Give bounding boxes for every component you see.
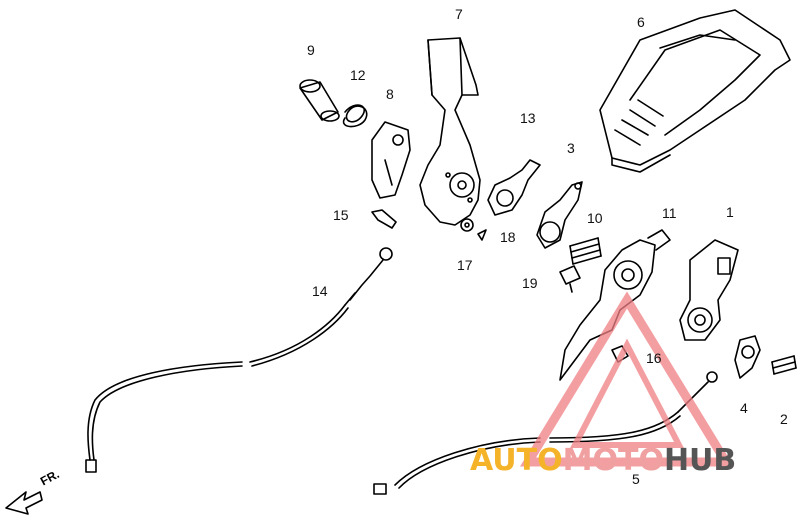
label-part-4: 4 bbox=[740, 400, 748, 416]
label-part-5: 5 bbox=[632, 471, 640, 487]
watermark-auto: AUTO bbox=[470, 443, 563, 478]
label-part-13: 13 bbox=[520, 110, 536, 126]
label-part-7: 7 bbox=[455, 6, 463, 22]
part-6-cover bbox=[599, 9, 791, 173]
part-4-washer bbox=[734, 335, 761, 379]
label-part-11: 11 bbox=[662, 205, 677, 221]
part-14-cable bbox=[85, 247, 393, 473]
label-part-6: 6 bbox=[637, 14, 645, 30]
part-9-pin bbox=[299, 79, 340, 122]
label-part-12: 12 bbox=[350, 67, 366, 83]
part-17-washer bbox=[460, 218, 474, 232]
part-2-spring bbox=[771, 355, 797, 375]
label-part-15: 15 bbox=[333, 207, 349, 223]
watermark-moto: MOTO bbox=[562, 443, 664, 478]
part-15-bolt bbox=[371, 209, 397, 229]
watermark-text: AUTOMOTOHUB bbox=[470, 446, 736, 476]
part-7-lever bbox=[419, 37, 481, 226]
label-part-2: 2 bbox=[780, 411, 788, 427]
label-part-18: 18 bbox=[500, 229, 516, 245]
watermark-logo bbox=[519, 291, 735, 467]
part-1-bracket bbox=[679, 239, 739, 341]
part-12-spring bbox=[342, 104, 368, 128]
label-part-14: 14 bbox=[312, 283, 328, 299]
label-part-16: 16 bbox=[646, 350, 662, 366]
label-part-9: 9 bbox=[307, 42, 315, 58]
label-part-19: 19 bbox=[522, 275, 538, 291]
part-3-cam bbox=[536, 181, 583, 249]
part-10-spring bbox=[569, 237, 602, 265]
part-16-nut bbox=[611, 345, 629, 363]
label-part-10: 10 bbox=[587, 210, 603, 226]
label-part-1: 1 bbox=[726, 204, 734, 220]
front-direction-arrow bbox=[5, 491, 43, 515]
part-19-bolt bbox=[559, 265, 581, 293]
part-18-clip bbox=[477, 229, 487, 241]
label-part-8: 8 bbox=[386, 86, 394, 102]
part-8-bracket bbox=[371, 121, 411, 199]
part-13-plate bbox=[487, 159, 541, 216]
watermark-hub: HUB bbox=[663, 443, 737, 478]
label-part-17: 17 bbox=[457, 257, 473, 273]
label-part-3: 3 bbox=[567, 140, 575, 156]
